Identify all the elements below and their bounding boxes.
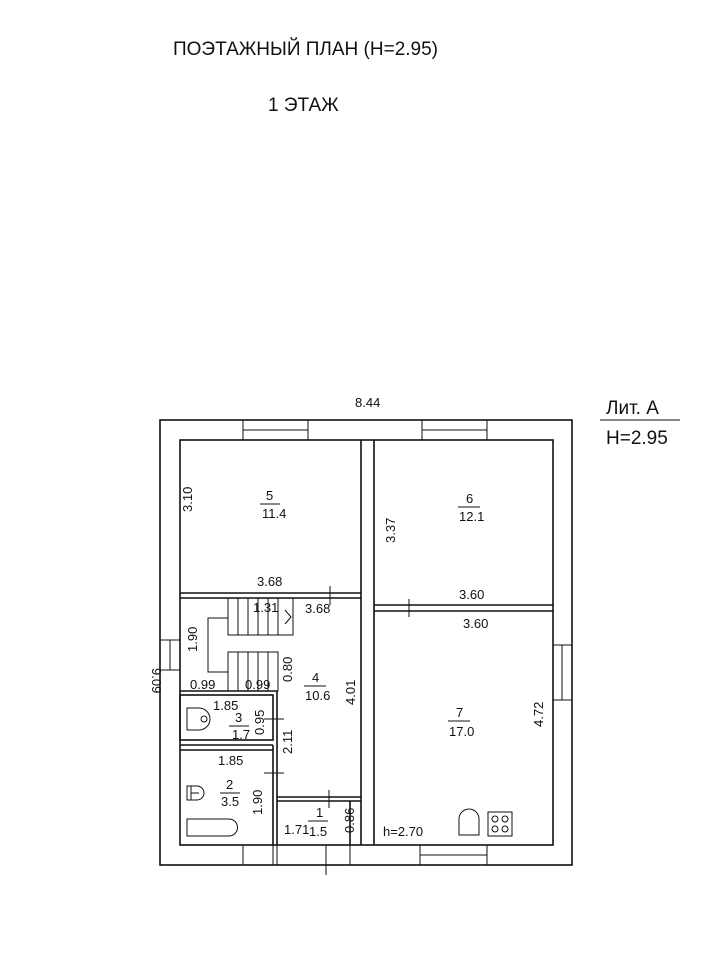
svg-text:1.31: 1.31 [253, 600, 278, 615]
svg-text:1.7: 1.7 [232, 727, 250, 742]
svg-text:4.72: 4.72 [531, 702, 546, 727]
room-1: 1 1.5 [308, 805, 328, 839]
svg-text:1.5: 1.5 [309, 824, 327, 839]
windows [159, 419, 573, 866]
svg-text:0.99: 0.99 [245, 677, 270, 692]
window-room2 [242, 844, 274, 866]
svg-text:1.90: 1.90 [250, 790, 265, 815]
dimensions: 3.10 3.68 3.37 3.60 3.60 4.72 h=2.70 3.6… [180, 487, 546, 839]
svg-text:2.11: 2.11 [280, 730, 295, 754]
svg-text:3.60: 3.60 [459, 587, 484, 602]
svg-text:3: 3 [235, 710, 242, 725]
svg-text:4.01: 4.01 [343, 680, 358, 705]
liter-name: Лит. А [606, 398, 659, 419]
room-4: 4 10.6 [304, 670, 330, 703]
svg-text:11.4: 11.4 [262, 506, 286, 521]
svg-text:1.85: 1.85 [218, 753, 243, 768]
stove-icon [487, 811, 513, 837]
svg-text:17.0: 17.0 [449, 724, 474, 739]
oven-icon [458, 808, 480, 836]
stair-arrow-icon [284, 609, 292, 625]
svg-text:12.1: 12.1 [459, 509, 484, 524]
svg-text:3.68: 3.68 [257, 574, 282, 589]
svg-text:1.85: 1.85 [213, 698, 238, 713]
bathtub-icon [186, 818, 238, 837]
liter-height: Н=2.95 [606, 428, 668, 449]
entrance-door [276, 844, 351, 866]
toilet-icon [186, 707, 211, 731]
svg-text:3.37: 3.37 [383, 518, 398, 543]
svg-text:5: 5 [266, 488, 273, 503]
svg-text:3.68: 3.68 [305, 601, 330, 616]
svg-text:3.60: 3.60 [463, 616, 488, 631]
sink-icon [186, 785, 205, 801]
room-3: 3 1.7 [229, 710, 250, 742]
room-7: 7 17.0 [448, 705, 474, 739]
svg-text:0.86: 0.86 [342, 808, 357, 833]
svg-text:10.6: 10.6 [305, 688, 330, 703]
svg-text:1.90: 1.90 [185, 627, 200, 652]
svg-text:3.5: 3.5 [221, 794, 239, 809]
liter-label: Лит. А Н=2.95 [600, 398, 680, 449]
svg-text:h=2.70: h=2.70 [383, 824, 423, 839]
room-5: 5 11.4 [260, 488, 286, 521]
svg-text:3.10: 3.10 [180, 487, 195, 512]
overall-depth: 9.09 [149, 668, 164, 693]
room-2: 2 3.5 [220, 777, 240, 809]
floor-label: 1 ЭТАЖ [268, 95, 339, 116]
walls [159, 419, 573, 875]
svg-text:0.80: 0.80 [280, 657, 295, 682]
svg-text:2: 2 [226, 777, 233, 792]
room-6: 6 12.1 [458, 491, 484, 524]
svg-text:0.99: 0.99 [190, 677, 215, 692]
overall-width: 8.44 [355, 395, 380, 410]
svg-text:6: 6 [466, 491, 473, 506]
svg-text:0.95: 0.95 [252, 710, 267, 735]
svg-text:1: 1 [316, 805, 323, 820]
plan-title: ПОЭТАЖНЫЙ ПЛАН (Н=2.95) [173, 38, 438, 60]
svg-text:1.71: 1.71 [284, 822, 309, 837]
svg-text:4: 4 [312, 670, 319, 685]
svg-text:7: 7 [456, 705, 463, 720]
staircase [207, 597, 294, 692]
